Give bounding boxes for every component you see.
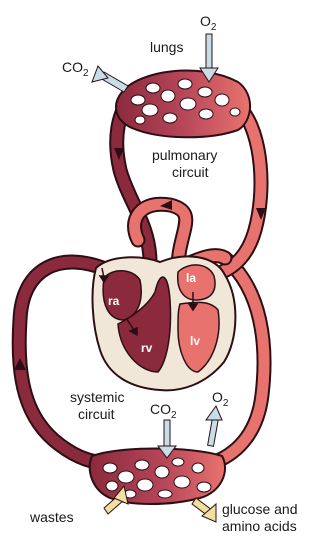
label-o2-bottom: O2	[212, 389, 229, 409]
left-atrium-shape	[178, 265, 215, 300]
label-co2-bottom: CO2	[150, 401, 177, 421]
heart: ra rv la lv	[93, 256, 236, 390]
label-glucose: glucose and	[222, 501, 298, 517]
glucose-out-arrow	[192, 498, 216, 522]
label-amino-acids: amino acids	[222, 518, 297, 534]
label-lungs: lungs	[150, 39, 183, 55]
chamber-label-ra: ra	[108, 294, 120, 308]
label-pulmonary: pulmonary	[152, 147, 217, 163]
label-co2-top: CO2	[62, 59, 89, 79]
o2-out-arrow-bottom	[206, 406, 222, 446]
systemic-capillary-bed	[90, 449, 225, 505]
chamber-label-lv: lv	[190, 334, 200, 348]
label-systemic: systemic	[70, 389, 124, 405]
co2-out-arrow-top	[92, 66, 128, 92]
label-pulmonary-circuit: circuit	[172, 164, 209, 180]
chamber-label-la: la	[186, 271, 196, 285]
label-o2-top: O2	[200, 13, 217, 33]
label-wastes: wastes	[29, 509, 74, 525]
chamber-label-rv: rv	[141, 341, 153, 355]
label-systemic-circuit: circuit	[78, 406, 115, 422]
lung-capillary-bed	[116, 71, 250, 138]
